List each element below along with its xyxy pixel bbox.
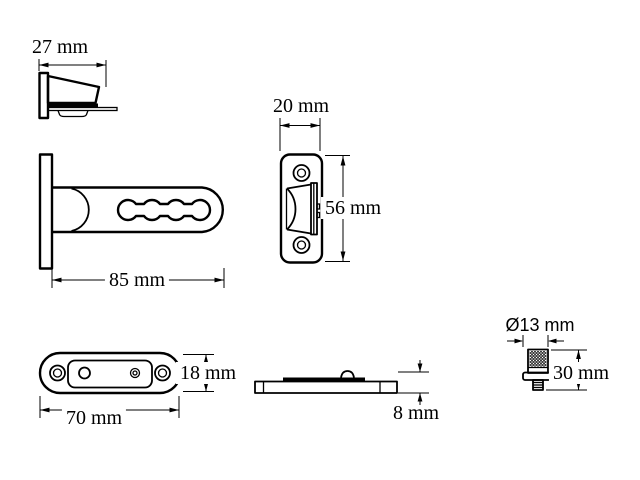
arrowhead bbox=[39, 62, 49, 68]
catch-bump bbox=[340, 370, 355, 378]
keeper-top-edge bbox=[286, 183, 312, 190]
arrowhead bbox=[310, 123, 320, 128]
end-screw-hole bbox=[49, 364, 66, 382]
arrowhead bbox=[576, 350, 581, 359]
arrowhead bbox=[340, 156, 346, 166]
arrowhead bbox=[280, 123, 290, 128]
bracket-adjustment-slot bbox=[116, 198, 212, 222]
arrowhead bbox=[340, 251, 346, 261]
keeper-tab bbox=[316, 203, 321, 210]
arrowhead bbox=[96, 62, 106, 68]
keeper-bottom-edge bbox=[286, 228, 312, 235]
recess-pin bbox=[129, 367, 141, 379]
keeper-tab bbox=[316, 211, 321, 219]
dimension-label-30mm: 30 mm bbox=[548, 362, 614, 384]
recess-pin-inner bbox=[132, 370, 138, 376]
arrowhead bbox=[214, 277, 224, 283]
knurled-screw-view bbox=[507, 335, 587, 391]
bracket-wall-plate bbox=[38, 153, 54, 270]
latch-side-view bbox=[38, 59, 118, 120]
latch-base-bar bbox=[47, 106, 118, 112]
latch-wall-plate bbox=[38, 71, 50, 120]
arrowhead bbox=[203, 382, 209, 392]
arrowhead bbox=[548, 338, 557, 344]
dimension-label-27mm: 27 mm bbox=[31, 36, 89, 58]
screw-hole-inner bbox=[296, 240, 307, 250]
plate-side-outline bbox=[254, 380, 398, 394]
arrowhead bbox=[169, 407, 179, 413]
dimension-label-18mm: 18 mm bbox=[175, 362, 241, 384]
dimension-label-85mm: 85 mm bbox=[104, 269, 170, 291]
latch-lip bbox=[48, 103, 98, 108]
recess-hole bbox=[78, 366, 91, 380]
arrowhead bbox=[417, 363, 423, 372]
keeper-ramp-arc bbox=[286, 187, 297, 231]
bracket-top-view bbox=[38, 153, 225, 288]
arrowhead bbox=[203, 354, 209, 364]
bracket-arm-outline bbox=[52, 186, 225, 234]
dimension-label-70mm: 70 mm bbox=[61, 407, 127, 429]
dimension-label-20mm: 20 mm bbox=[272, 95, 330, 117]
screw-hole-inner bbox=[296, 168, 307, 178]
dimension-label-56mm: 56 mm bbox=[320, 197, 386, 219]
knurl-hatch bbox=[529, 351, 547, 367]
slide-recess bbox=[67, 359, 153, 389]
end-screw-hole-inner bbox=[52, 368, 63, 378]
end-screw-hole bbox=[154, 364, 171, 382]
bracket-arm-inner-arc bbox=[71, 187, 90, 232]
screw-hole bbox=[292, 164, 311, 182]
dimension-label-dia13mm: Ø13 mm bbox=[505, 315, 575, 335]
latch-body-outline bbox=[46, 74, 101, 105]
end-screw-hole-inner bbox=[157, 368, 168, 378]
arrowhead bbox=[514, 338, 523, 344]
arrowhead bbox=[40, 407, 50, 413]
screw-hole bbox=[292, 236, 311, 254]
slide-rail-strip bbox=[283, 377, 365, 382]
base-plate-side-view bbox=[254, 360, 429, 405]
arrowhead bbox=[417, 393, 423, 402]
latch-roller-bump bbox=[57, 110, 89, 118]
arrowhead bbox=[52, 277, 62, 283]
strike-plate-view bbox=[279, 118, 350, 264]
dimension-label-8mm: 8 mm bbox=[392, 402, 440, 424]
